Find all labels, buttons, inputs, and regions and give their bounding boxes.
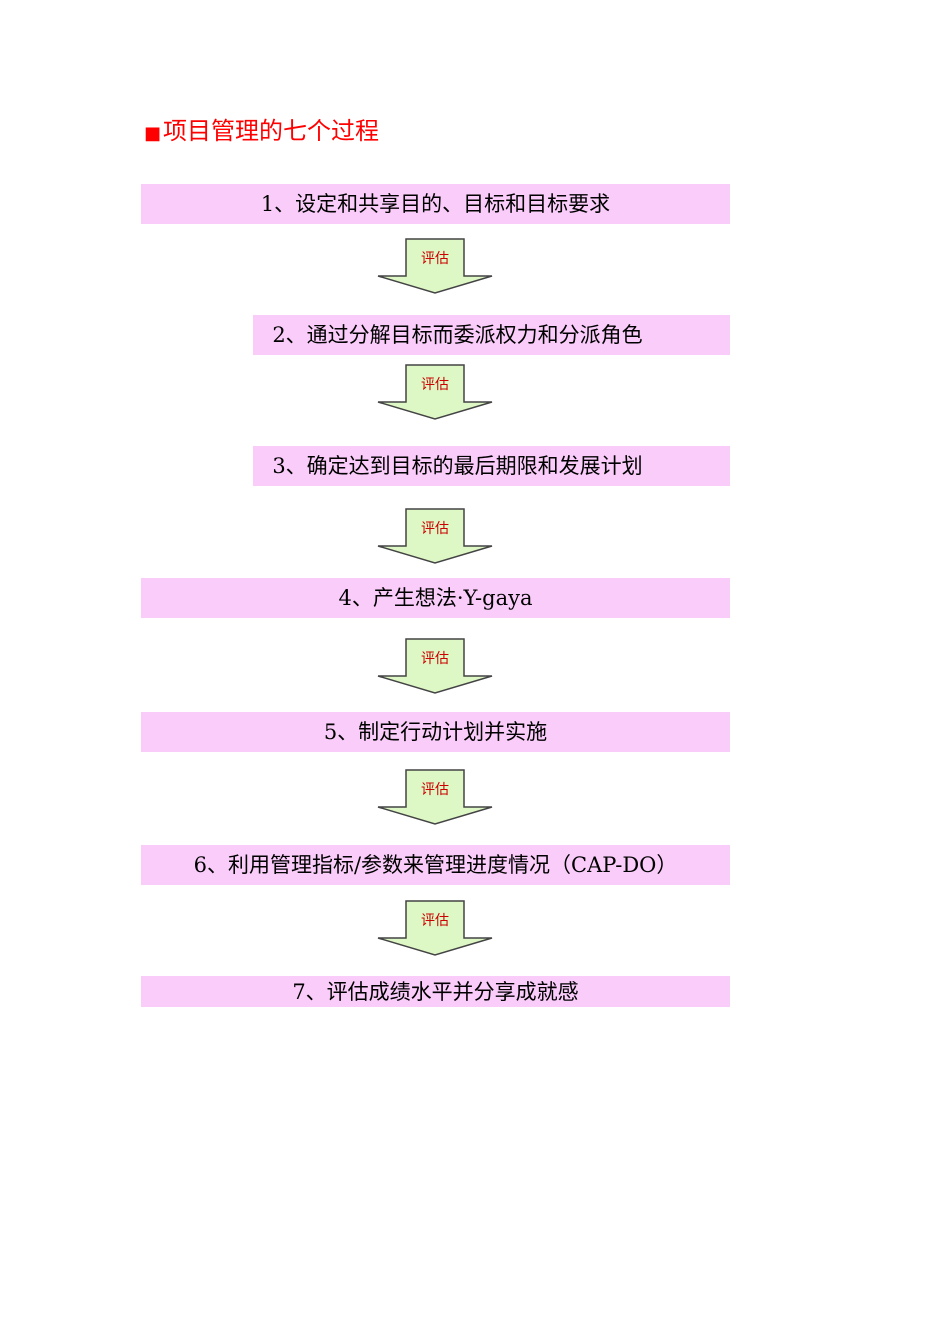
process-step-6: 6、利用管理指标/参数来管理进度情况（CAP-DO）: [141, 845, 730, 885]
evaluate-label: 评估: [421, 651, 449, 667]
process-step-label: 3、确定达到目标的最后期限和发展计划: [272, 454, 643, 478]
evaluate-label: 评估: [421, 377, 449, 393]
down-arrow-icon: [377, 508, 493, 564]
down-arrow-icon: [377, 638, 493, 694]
evaluate-label: 评估: [421, 521, 449, 537]
evaluate-arrow-2: 评估: [376, 364, 494, 420]
process-step-label: 7、评估成绩水平并分享成就感: [292, 980, 579, 1004]
process-step-4: 4、产生想法·Y-gaya: [141, 578, 730, 618]
process-step-5: 5、制定行动计划并实施: [141, 712, 730, 752]
process-step-label: 4、产生想法·Y-gaya: [338, 586, 533, 610]
evaluate-label: 评估: [421, 913, 449, 929]
process-step-label: 1、设定和共享目的、目标和目标要求: [260, 192, 611, 216]
square-bullet-icon: ■: [144, 123, 162, 144]
evaluate-label: 评估: [421, 782, 449, 798]
evaluate-arrow-6: 评估: [376, 900, 494, 956]
evaluate-label: 评估: [421, 251, 449, 267]
process-step-3: 3、确定达到目标的最后期限和发展计划: [253, 446, 730, 486]
down-arrow-icon: [377, 364, 493, 420]
down-arrow-icon: [377, 769, 493, 825]
process-step-label: 6、利用管理指标/参数来管理进度情况（CAP-DO）: [193, 853, 678, 877]
process-step-1: 1、设定和共享目的、目标和目标要求: [141, 184, 730, 224]
down-arrow-icon: [377, 900, 493, 956]
down-arrow-icon: [377, 238, 493, 294]
page-title-text: 项目管理的七个过程: [163, 117, 380, 145]
evaluate-arrow-1: 评估: [376, 238, 494, 294]
process-step-label: 2、通过分解目标而委派权力和分派角色: [272, 323, 643, 347]
evaluate-arrow-3: 评估: [376, 508, 494, 564]
process-step-label: 5、制定行动计划并实施: [323, 720, 548, 744]
evaluate-arrow-4: 评估: [376, 638, 494, 694]
evaluate-arrow-5: 评估: [376, 769, 494, 825]
page-title: ■项目管理的七个过程: [144, 114, 379, 151]
process-step-2: 2、通过分解目标而委派权力和分派角色: [253, 315, 730, 355]
process-step-7: 7、评估成绩水平并分享成就感: [141, 976, 730, 1007]
